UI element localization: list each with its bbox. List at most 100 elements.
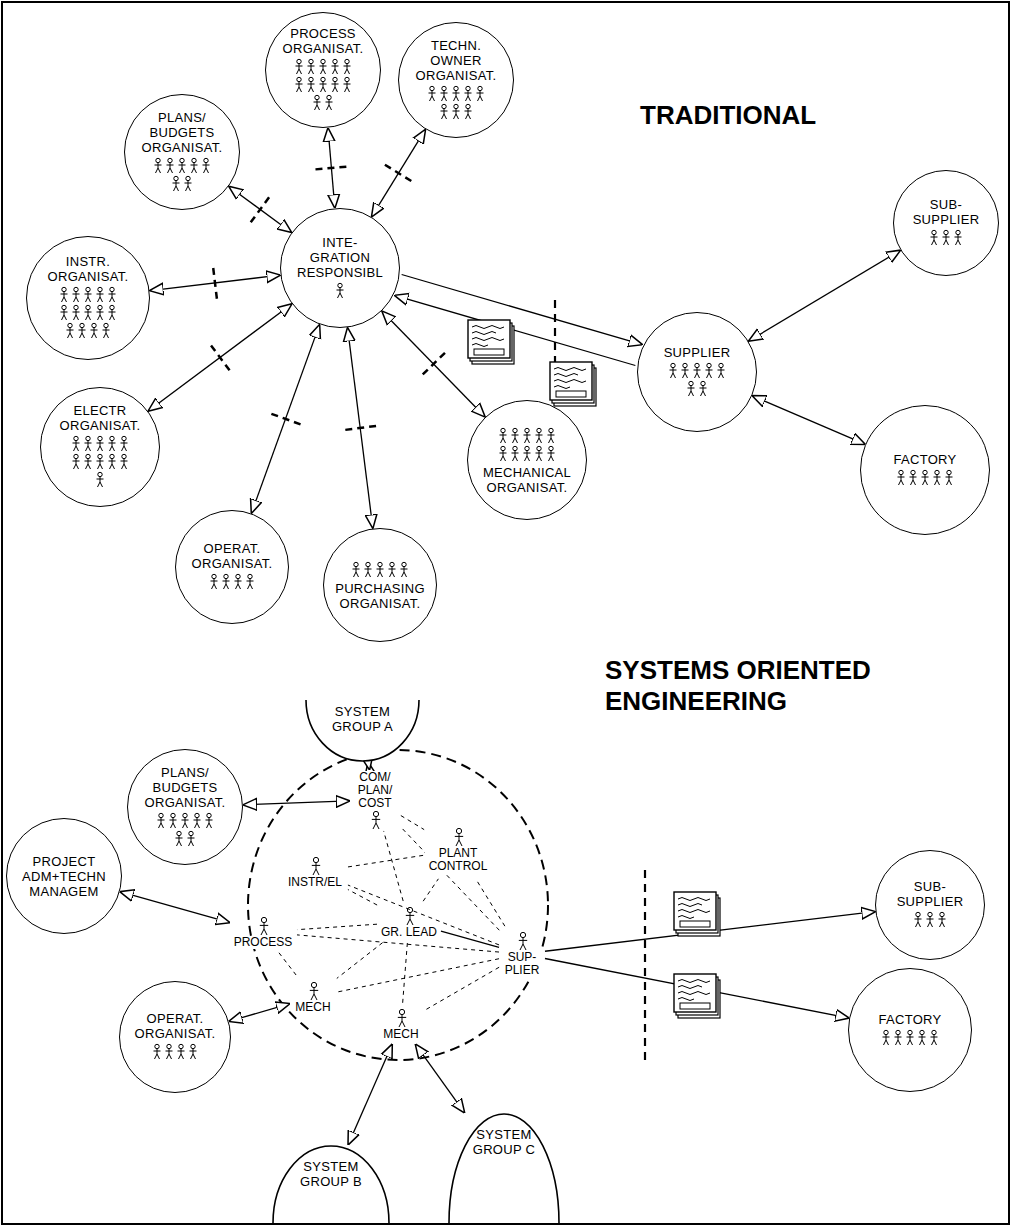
connector bbox=[279, 953, 297, 976]
node-label: SYSTEM GROUP B bbox=[290, 1159, 373, 1189]
node-label: SUPPLIER bbox=[664, 345, 731, 360]
node-label: PROJECT ADM+TECHN MANAGEM bbox=[18, 854, 111, 899]
organisation-circle: PROCESS ORGANISAT. bbox=[265, 12, 381, 128]
people-figures bbox=[425, 85, 487, 121]
document-icon bbox=[674, 974, 720, 1018]
person-figure bbox=[515, 931, 529, 951]
node-label: SYSTEM GROUP C bbox=[465, 1127, 543, 1157]
organisation-circle: SUB- SUPPLIER bbox=[893, 170, 999, 276]
person-figure bbox=[306, 981, 320, 1001]
team-member: PLANT CONTROL bbox=[425, 822, 491, 878]
section-heading: TRADITIONAL bbox=[640, 100, 940, 131]
team-member: SUP- PLIER bbox=[500, 927, 544, 981]
system-group-arc: SYSTEM GROUP B bbox=[272, 1145, 390, 1223]
node-label: TECHN. OWNER ORGANISAT. bbox=[410, 38, 503, 83]
team-member: MECH bbox=[378, 1004, 424, 1044]
organisation-circle: OPERAT. ORGANISAT. bbox=[119, 981, 231, 1093]
connector bbox=[337, 943, 383, 979]
person-figure bbox=[308, 856, 322, 876]
node-label: INSTR. ORGANISAT. bbox=[39, 254, 138, 284]
organisation-circle: TECHN. OWNER ORGANISAT. bbox=[398, 22, 514, 138]
connector bbox=[149, 304, 291, 410]
node-label: INTE- GRATION RESPONSIBL bbox=[292, 235, 388, 280]
interface-tick bbox=[344, 426, 376, 430]
boundary-line bbox=[644, 870, 646, 1060]
node-label: SUB- SUPPLIER bbox=[904, 197, 989, 227]
node-label: OPERAT. ORGANISAT. bbox=[130, 1011, 220, 1041]
connector bbox=[753, 396, 864, 444]
people-figures bbox=[666, 362, 728, 398]
connector bbox=[297, 924, 377, 929]
interface-tick bbox=[315, 167, 347, 170]
node-label: PURCHASING ORGANISAT. bbox=[335, 581, 426, 611]
node-label: GR. LEAD bbox=[380, 926, 438, 939]
connector bbox=[348, 855, 424, 867]
connector bbox=[545, 959, 848, 1018]
person-figure bbox=[451, 827, 465, 847]
organisation-circle: PROJECT ADM+TECHN MANAGEM bbox=[6, 818, 122, 934]
organisation-circle: MECHANICAL ORGANISAT. bbox=[467, 400, 587, 520]
organisation-circle: SUPPLIER bbox=[637, 312, 757, 432]
connector bbox=[476, 879, 505, 926]
people-figures bbox=[292, 58, 354, 112]
node-label: COM/ PLAN/ COST bbox=[350, 771, 400, 810]
node-label: SUP- PLIER bbox=[500, 951, 544, 977]
system-group-arc: SYSTEM GROUP C bbox=[448, 1113, 560, 1223]
organisation-circle: INTE- GRATION RESPONSIBL bbox=[280, 208, 400, 328]
people-figures bbox=[207, 573, 257, 591]
organisation-circle: FACTORY bbox=[860, 405, 990, 535]
document-icon bbox=[674, 892, 720, 936]
people-figures bbox=[927, 229, 965, 247]
node-label: OPERAT. ORGANISAT. bbox=[187, 541, 278, 571]
node-label: PLANS/ BUDGETS ORGANISAT. bbox=[136, 110, 229, 155]
node-label: FACTORY bbox=[878, 1012, 941, 1027]
node-label: SUB- SUPPLIER bbox=[886, 879, 974, 909]
connector bbox=[337, 959, 499, 992]
organisation-circle: PURCHASING ORGANISAT. bbox=[323, 528, 437, 642]
connector bbox=[416, 1045, 464, 1112]
connector bbox=[372, 130, 425, 216]
connector bbox=[401, 816, 424, 830]
interface-tick bbox=[210, 345, 229, 371]
connector bbox=[441, 931, 499, 947]
system-group-arc: SYSTEM GROUP A bbox=[305, 700, 420, 762]
organisation-circle: INSTR. ORGANISAT. bbox=[26, 236, 150, 360]
connector bbox=[348, 885, 499, 945]
person-figure bbox=[394, 1008, 408, 1028]
connector bbox=[749, 251, 899, 341]
team-member: COM/ PLAN/ COST bbox=[350, 770, 400, 830]
node-label: MECH bbox=[294, 1001, 331, 1014]
section-heading: SYSTEMS ORIENTED ENGINEERING bbox=[605, 655, 945, 717]
team-member: INSTR/EL bbox=[283, 852, 347, 892]
connector bbox=[402, 275, 642, 345]
people-figures bbox=[151, 157, 213, 193]
connector bbox=[348, 889, 377, 905]
node-label: FACTORY bbox=[893, 452, 956, 467]
connector bbox=[244, 801, 349, 805]
node-label: MECH bbox=[382, 1028, 419, 1041]
organisation-circle: PLANS/ BUDGETS ORGANISAT. bbox=[124, 94, 240, 210]
connector bbox=[348, 1045, 391, 1144]
document-icon bbox=[550, 362, 596, 406]
document-icon bbox=[468, 320, 514, 364]
node-label: PROCESS bbox=[233, 936, 294, 949]
connector bbox=[401, 827, 500, 930]
interface-tick bbox=[385, 165, 412, 182]
node-label: SYSTEM GROUP A bbox=[322, 704, 403, 734]
connector bbox=[121, 892, 229, 922]
node-label: PROCESS ORGANISAT. bbox=[277, 26, 370, 56]
connector bbox=[395, 296, 635, 366]
interface-tick bbox=[422, 353, 445, 375]
connector bbox=[425, 967, 499, 1010]
people-figures bbox=[879, 1029, 941, 1047]
organisation-circle: ELECTR ORGANISAT. bbox=[40, 387, 160, 507]
node-label: PLANS/ BUDGETS ORGANISAT. bbox=[139, 765, 232, 810]
people-figures bbox=[57, 286, 119, 340]
node-label: INSTR/EL bbox=[287, 876, 343, 889]
organisation-circle: PLANS/ BUDGETS ORGANISAT. bbox=[127, 749, 243, 865]
organisation-circle: OPERAT. ORGANISAT. bbox=[175, 510, 289, 624]
connector bbox=[423, 879, 438, 901]
connector bbox=[403, 943, 408, 1003]
people-figures bbox=[69, 435, 131, 489]
